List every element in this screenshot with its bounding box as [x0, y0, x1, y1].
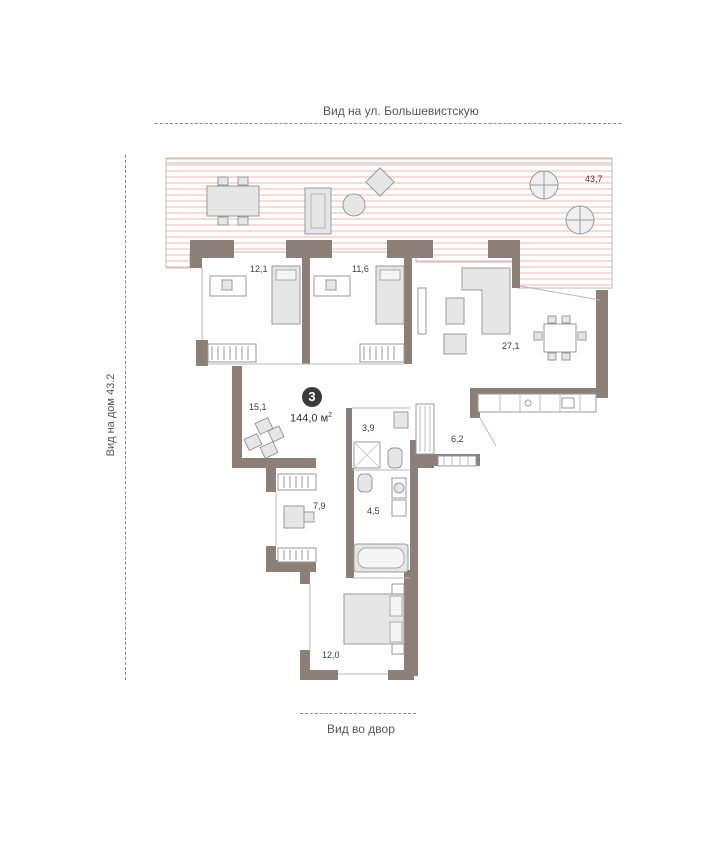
view-bottom-label: Вид во двор: [327, 722, 395, 736]
terrace-table: [342, 193, 366, 217]
study-furniture: [277, 473, 317, 563]
view-bottom-line: [300, 713, 416, 714]
room-label-storage: 6,2: [451, 434, 464, 444]
room-label-terrace: 43,7: [585, 174, 603, 184]
terrace-sofa: [304, 187, 332, 235]
room-label-living: 27,1: [502, 341, 520, 351]
bedroom-1-furniture: [207, 265, 301, 363]
room-label-hall: 15,1: [249, 402, 267, 412]
room-label-bedroom-2: 11,6: [352, 264, 369, 274]
room-label-bath-2: 4,5: [367, 506, 380, 516]
view-left-line: [125, 155, 126, 680]
view-top-label: Вид на ул. Большевистскую: [323, 104, 479, 118]
bath-1-fixtures: [353, 403, 477, 469]
room-label-bedroom-1: 12,1: [250, 264, 268, 274]
terrace-parasol-2: [565, 205, 595, 235]
total-area-unit-sup: 2: [328, 412, 333, 419]
terrace-dining-set: [206, 176, 260, 226]
rooms-count-badge: 3: [302, 387, 322, 407]
total-area-unit: м: [320, 412, 329, 425]
hall-furniture: [243, 416, 285, 460]
total-area-value: 144,0: [290, 412, 318, 425]
terrace-armchair: [365, 167, 395, 197]
thin-walls: [201, 268, 601, 675]
room-label-study: 7,9: [313, 501, 326, 511]
master-bedroom-furniture: [343, 583, 405, 655]
view-top-line: [155, 123, 621, 124]
living-furniture: [417, 267, 597, 413]
bath-2-fixtures: [353, 473, 409, 573]
room-label-bath-1: 3,9: [362, 423, 375, 433]
total-area: 144,0 м2: [290, 412, 332, 425]
room-label-master-bedroom: 12,0: [322, 650, 340, 660]
terrace-parasol-1: [529, 170, 559, 200]
bedroom-2-furniture: [313, 265, 405, 363]
